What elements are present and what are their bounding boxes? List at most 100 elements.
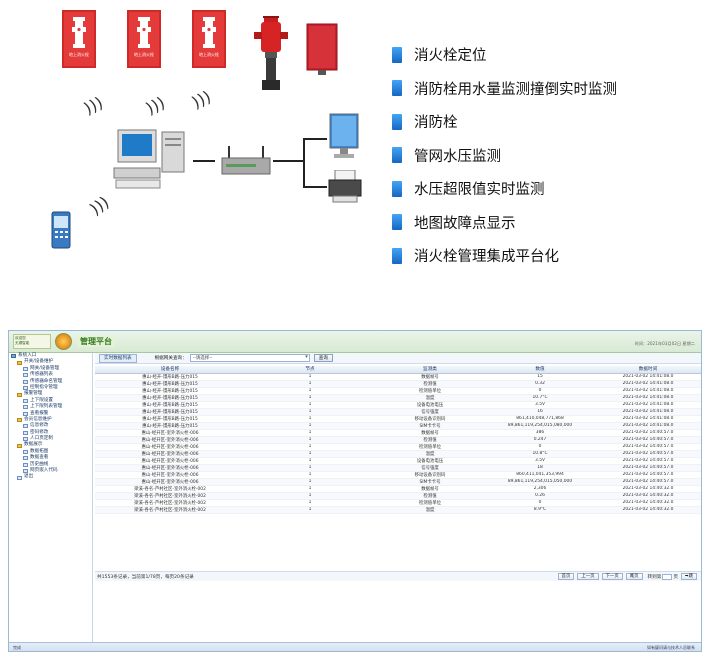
connector-line [273, 160, 303, 162]
table-cell: 检测值单位 [375, 387, 485, 395]
table-cell: 信号强度 [375, 464, 485, 472]
sidebar-tree-item[interactable]: 数据查看 [9, 455, 92, 461]
search-button[interactable]: 查询 [313, 354, 333, 362]
sidebar-tree-item[interactable]: 信息修改 [9, 423, 92, 429]
table-cell: 惠山-经开-馒形B路-压力015 [95, 401, 245, 409]
goto-suffix: 页 [673, 574, 678, 580]
goto-page-input[interactable] [662, 573, 673, 580]
table-cell: 1 [245, 478, 375, 486]
sidebar-tree-item[interactable]: 上下限设置 [9, 398, 92, 404]
connector-line [303, 138, 327, 140]
table-cell: 2021-03-02 14:40:57.0 [595, 464, 701, 472]
sidebar-tree-item[interactable]: 数据拓图 [9, 449, 92, 455]
hydrant-label: 地上消火栓 [199, 52, 219, 57]
sidebar-tree-item[interactable]: 开关/设备维护 [9, 359, 92, 365]
last-page-button[interactable]: 尾页 [625, 573, 643, 580]
table-cell: 0.26 [485, 492, 595, 500]
sidebar-tree-item[interactable]: 历史曲线 [9, 462, 92, 468]
sidebar-tree-item[interactable]: 报警管理 [9, 391, 92, 397]
feature-item: 地图故障点显示 [392, 206, 672, 240]
table-cell: 2021-03-02 14:41:08.0 [595, 422, 701, 430]
sidebar-tree-item[interactable]: 上下限列表管理 [9, 404, 92, 410]
table-cell: 1 [245, 464, 375, 472]
folder-icon [17, 360, 22, 365]
column-header[interactable]: 设备名称 [95, 366, 245, 374]
hydrant-icon [137, 17, 151, 48]
sidebar-tree-label: 查看报警 [30, 410, 49, 416]
document-icon [23, 450, 28, 455]
table-cell: 2021-03-02 14:40:57.0 [595, 457, 701, 465]
sidebar-tree-item[interactable]: 传感器列表 [9, 372, 92, 378]
sidebar-tree-item[interactable]: 传感器命名管理 [9, 379, 92, 385]
connector-line [303, 138, 305, 188]
sidebar-tree-label: 传感器命名管理 [30, 378, 63, 384]
wireless-signal-icon: ))) [142, 92, 168, 119]
sidebar-tree-item[interactable]: 系统入口 [9, 353, 92, 359]
sidebar-tree-item[interactable]: 网页嵌入代码 [9, 468, 92, 474]
goto-button[interactable]: ➡跳 [680, 573, 697, 580]
wireless-signal-icon: ))) [80, 92, 106, 119]
sidebar-tree-item[interactable]: 查看报警 [9, 411, 92, 417]
table-cell: 1 [245, 471, 375, 479]
table-cell: 梁溪-各名-芦村社区-室外消火栓-002 [95, 492, 245, 500]
table-cell: 2021-03-02 14:40:57.0 [595, 450, 701, 458]
table-cell: 10.7°C [485, 394, 595, 402]
gateway-select[interactable]: --请选择-- [189, 354, 310, 362]
table-cell: 惠山-经开-馒形B路-压力015 [95, 422, 245, 430]
sidebar-tree-item[interactable]: 人口页定制 [9, 436, 92, 442]
table-cell: 1 [245, 394, 375, 402]
table-cell: 1 [245, 380, 375, 388]
hydrant-label: 地上消火栓 [69, 52, 89, 57]
next-page-button[interactable]: 下一页 [601, 573, 623, 580]
column-header[interactable]: 节点 [245, 366, 375, 374]
column-header[interactable]: 数值 [485, 366, 595, 374]
document-icon [23, 386, 28, 391]
welcome-logo: 欢迎您 无锡智能 [13, 334, 51, 349]
sidebar-tree-label: 历史曲线 [30, 461, 49, 467]
tab-realtime-data[interactable]: 实时数据列表 [99, 353, 137, 363]
prev-page-button[interactable]: 上一页 [577, 573, 599, 580]
sidebar-tree-label: 会员信息维护 [24, 416, 52, 422]
folder-icon [17, 443, 22, 448]
first-page-button[interactable]: 首页 [557, 573, 575, 580]
sidebar-tree-item[interactable]: 会员信息维护 [9, 417, 92, 423]
sidebar-tree-item[interactable]: 数据展示 [9, 442, 92, 448]
table-cell: 惠山-经开-馒形B路-压力015 [95, 415, 245, 423]
sidebar-tree-label: 系统入口 [18, 353, 37, 358]
table-cell: 0 [485, 499, 595, 507]
control-box-icon [306, 23, 338, 75]
sidebar-tree-item[interactable]: 控制指令管理 [9, 385, 92, 391]
column-header[interactable]: 数据时间 [595, 366, 701, 374]
app-window: 欢迎您 无锡智能 管理平台 时间：2021年03月02日 星期二 系统入口开关/… [8, 330, 702, 652]
column-header[interactable]: 监测类 [375, 366, 485, 374]
table-cell: 861,410,048,771,868 [485, 415, 595, 423]
table-cell: 1 [245, 450, 375, 458]
sidebar-tree-item[interactable]: 退出 [9, 474, 92, 480]
sidebar-tree-item[interactable]: 网关/设备管理 [9, 366, 92, 372]
sidebar-tree-item[interactable]: 密码修改 [9, 430, 92, 436]
table-cell: 1 [245, 492, 375, 500]
sidebar-tree: 系统入口开关/设备维护网关/设备管理传感器列表传感器命名管理控制指令管理报警管理… [9, 353, 93, 643]
sidebar-tree-label: 上下限设置 [30, 397, 53, 403]
table-cell: 惠山-经开区-室外消火栓-006 [95, 464, 245, 472]
